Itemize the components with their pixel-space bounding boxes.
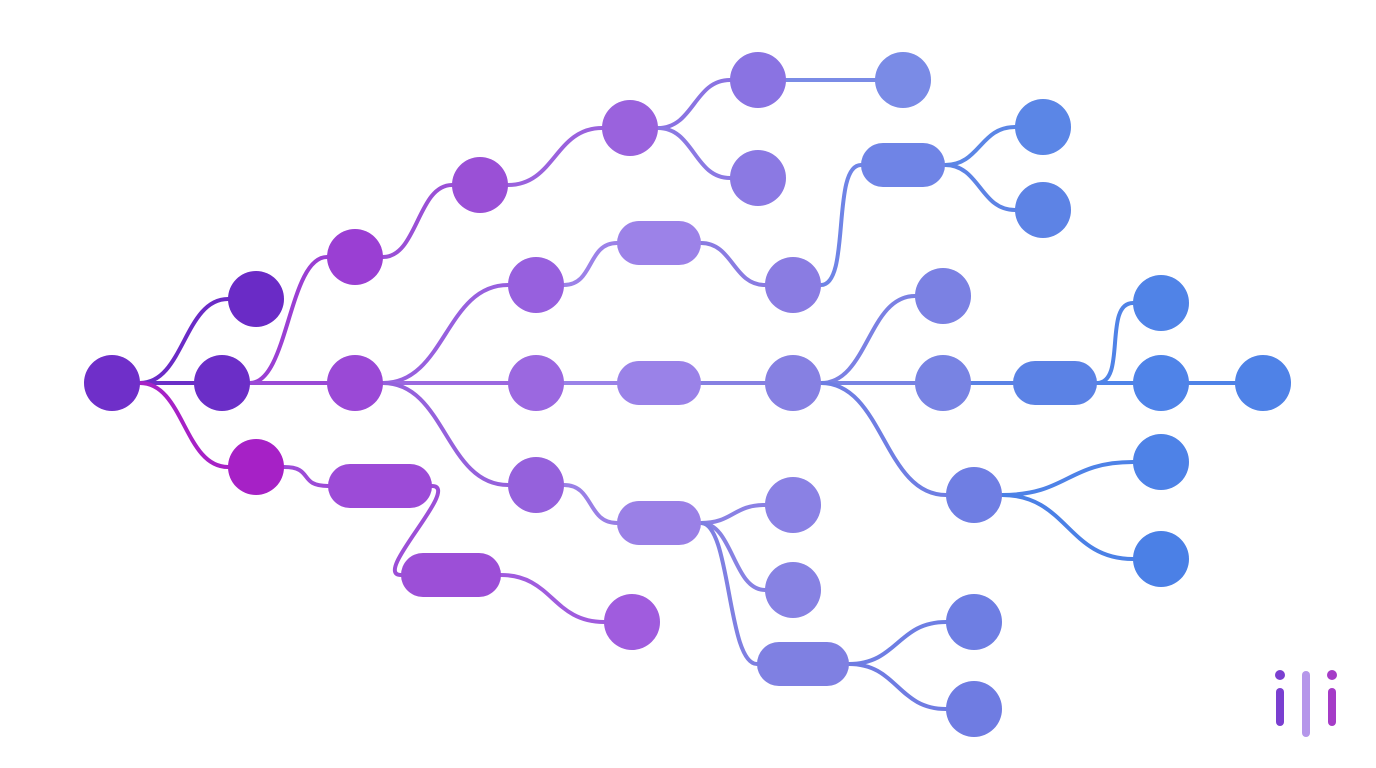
circle-node-e4	[765, 355, 821, 411]
edge-root-a3	[138, 381, 230, 469]
pill-node-d4	[617, 501, 701, 545]
circle-node-f7	[946, 681, 1002, 737]
edge-a2-b1	[248, 255, 329, 385]
circle-node-g2	[1015, 182, 1071, 238]
edge-d4-e7	[699, 521, 759, 666]
edge-e7-f7	[847, 662, 948, 711]
edge-c3-d2	[562, 241, 619, 287]
circle-node-c5	[604, 594, 660, 650]
circle-node-e1	[730, 52, 786, 108]
circle-node-b1	[327, 229, 383, 285]
edge-e7-f6	[847, 620, 948, 666]
logo-dot-right	[1327, 670, 1337, 680]
edge-c4-d4	[562, 483, 619, 525]
pill-node-e7	[757, 642, 849, 686]
edge-b2-c3	[381, 283, 510, 385]
circle-node-h5	[1133, 531, 1189, 587]
edge-d4-e5	[699, 503, 767, 525]
pill-node-g3	[1013, 361, 1097, 405]
circle-node-c1	[452, 157, 508, 213]
edge-g3-h1	[1095, 301, 1135, 385]
edge-b3-b4	[392, 484, 441, 577]
circle-node-a3	[228, 439, 284, 495]
edge-c1-c2	[506, 126, 604, 187]
circle-node-e2	[730, 150, 786, 206]
circle-node-f1	[875, 52, 931, 108]
edge-e3-f2	[819, 163, 863, 287]
edge-c2-e2	[656, 126, 732, 180]
circle-node-h3	[1235, 355, 1291, 411]
edge-b2-c4	[381, 381, 510, 487]
circle-node-f3	[915, 268, 971, 324]
circle-node-h1	[1133, 275, 1189, 331]
circle-node-h4	[1133, 434, 1189, 490]
circle-node-e3	[765, 257, 821, 313]
node-layer	[84, 52, 1291, 737]
circle-node-h2	[1133, 355, 1189, 411]
circle-node-f4	[915, 355, 971, 411]
edge-f5-h5	[1000, 493, 1135, 561]
circle-node-g1	[1015, 99, 1071, 155]
pill-node-d2	[617, 221, 701, 265]
edge-b4-c5	[499, 573, 606, 624]
edge-d2-e3	[699, 241, 767, 287]
edge-f2-g1	[943, 125, 1017, 167]
circle-node-a2	[194, 355, 250, 411]
edge-c2-e1	[656, 78, 732, 130]
pill-node-b4	[401, 553, 501, 597]
pill-node-f2	[861, 143, 945, 187]
circle-node-e5	[765, 477, 821, 533]
circle-node-f6	[946, 594, 1002, 650]
brand-logo	[1275, 670, 1337, 737]
circle-node-b2	[327, 355, 383, 411]
logo-dot-left	[1275, 670, 1285, 680]
circle-node-c3	[508, 257, 564, 313]
circle-node-d1	[508, 355, 564, 411]
circle-node-root	[84, 355, 140, 411]
edge-layer	[138, 77, 1237, 711]
edge-f2-g2	[943, 163, 1017, 212]
circle-node-e6	[765, 562, 821, 618]
edge-f5-h4	[1000, 460, 1135, 497]
circle-node-c2	[602, 100, 658, 156]
edge-a3-b3	[282, 465, 330, 488]
circle-node-c4	[508, 457, 564, 513]
circle-node-a1	[228, 271, 284, 327]
edge-root-a1	[138, 297, 230, 385]
edge-e4-f3	[819, 294, 917, 385]
pill-node-b3	[328, 464, 432, 508]
edge-b1-c1	[381, 183, 454, 259]
pill-node-d3	[617, 361, 701, 405]
circle-node-f5	[946, 467, 1002, 523]
edge-d4-e6	[699, 521, 767, 592]
edge-e4-f5	[819, 381, 948, 497]
